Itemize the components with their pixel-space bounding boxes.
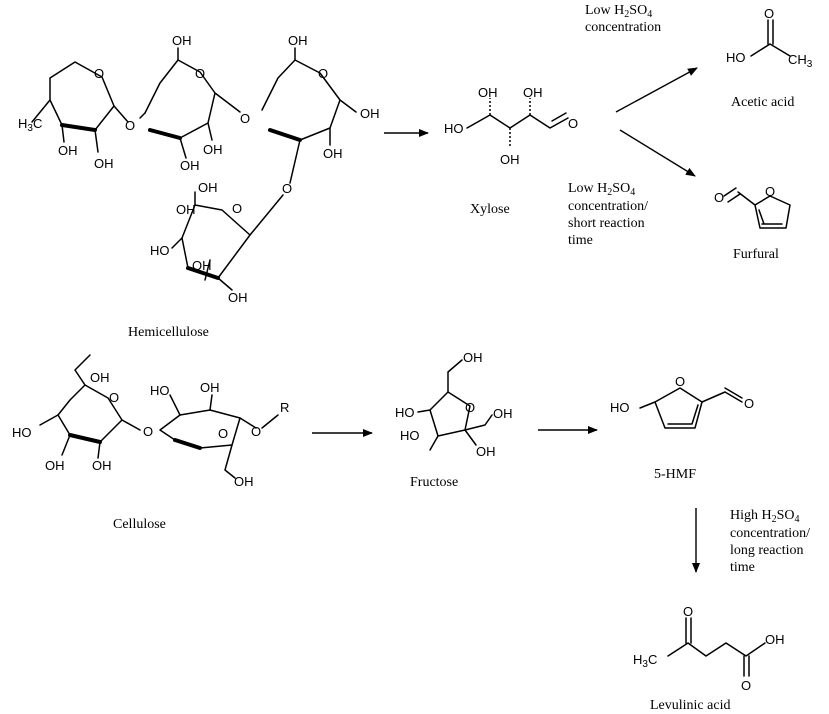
condition-acetic-line1: Low H2SO4 xyxy=(585,3,652,20)
hydroxyl-label: OH xyxy=(90,370,110,385)
xylose-structure: OH HO OH OH O xyxy=(444,85,578,167)
hydroxyl-label: HO xyxy=(150,243,170,258)
glycosidic-oxygen: O xyxy=(125,118,135,133)
hydroxyl-label: OH xyxy=(476,444,496,459)
hydroxyl-label: HO xyxy=(395,405,415,420)
condition-furfural-line2: concentration/ xyxy=(568,199,648,214)
methyl-label: H3C xyxy=(633,652,657,670)
condition-furfural-line3: short reaction xyxy=(568,216,645,231)
hydroxyl-label: OH xyxy=(463,350,483,365)
ring-oxygen: O xyxy=(765,184,775,199)
hydroxyl-label: OH xyxy=(765,632,785,647)
ether-oxygen: O xyxy=(251,424,261,439)
condition-furfural-line4: time xyxy=(568,233,593,248)
ring-oxygen: O xyxy=(109,390,119,405)
hydroxyl-label: OH xyxy=(58,143,78,158)
reaction-arrow xyxy=(615,67,698,113)
hmf-structure: HO O O xyxy=(610,374,754,429)
ketone-oxygen: O xyxy=(683,604,693,619)
levulinic-acid-caption: Levulinic acid xyxy=(650,698,730,713)
acetic-acid-structure: O HO CH3 xyxy=(726,6,813,70)
ring-oxygen-2: O xyxy=(195,66,205,81)
hydroxyl-label: OH xyxy=(200,380,220,395)
glycosidic-oxygen: O xyxy=(143,424,153,439)
ring-oxygen-4: O xyxy=(232,201,242,216)
hydroxyl-label: HO xyxy=(400,428,420,443)
hydroxyl-label: HO xyxy=(726,50,746,65)
hemicellulose-caption: Hemicellulose xyxy=(128,325,209,340)
carbonyl-oxygen: O xyxy=(741,678,751,693)
hydroxyl-label: OH xyxy=(523,85,543,100)
hydroxyl-label: OH xyxy=(493,406,513,421)
hydroxyl-label: OH xyxy=(288,33,308,48)
cellulose-structure: OH O HO OH OH O HO OH O O R OH xyxy=(12,354,289,489)
carbonyl-oxygen: O xyxy=(714,190,724,205)
glycosidic-oxygen: O xyxy=(282,181,292,196)
condition-levulinic-line3: long reaction xyxy=(730,543,803,558)
fructose-structure: OH HO HO O OH OH xyxy=(395,350,513,459)
carbonyl-oxygen: O xyxy=(764,6,774,21)
ring-oxygen: O xyxy=(675,374,685,389)
carbonyl-oxygen: O xyxy=(568,116,578,131)
ring-oxygen-3: O xyxy=(318,66,328,81)
xylose-caption: Xylose xyxy=(470,202,510,217)
ring-oxygen: O xyxy=(218,426,228,441)
hydroxyl-label: OH xyxy=(234,474,254,489)
ring-oxygen-1: O xyxy=(94,66,104,81)
hydroxyl-label: OH xyxy=(360,106,380,121)
carbonyl-oxygen: O xyxy=(744,396,754,411)
hydroxyl-label: OH xyxy=(203,142,223,157)
condition-levulinic-line4: time xyxy=(730,560,755,575)
furfural-structure: O O xyxy=(714,184,791,229)
hydroxyl-label: OH xyxy=(94,156,114,171)
condition-acetic-line2: concentration xyxy=(585,20,661,35)
fructose-caption: Fructose xyxy=(410,475,458,490)
hydroxyl-label: OH xyxy=(176,202,196,217)
hydroxyl-label: OH xyxy=(180,158,200,173)
hydroxyl-label: OH xyxy=(228,290,248,305)
hydroxyl-label: HO xyxy=(12,425,32,440)
hydroxyl-label: OH xyxy=(192,258,212,273)
hydroxyl-label: OH xyxy=(172,33,192,48)
hydroxyl-label: OH xyxy=(323,146,343,161)
methyl-label: CH3 xyxy=(788,52,813,70)
furfural-caption: Furfural xyxy=(733,247,779,262)
levulinic-acid-structure: O H3C OH O xyxy=(633,604,785,693)
ring-oxygen: O xyxy=(465,400,475,415)
hydroxyl-label: HO xyxy=(150,383,170,398)
hydroxyl-label: OH xyxy=(478,85,498,100)
hydroxyl-label: OH xyxy=(198,180,218,195)
condition-levulinic-line2: concentration/ xyxy=(730,526,810,541)
hemicellulose-structure: H3C O OH OH O OH O OH OH O OH O OH OH O … xyxy=(18,33,380,305)
hydroxyl-label: HO xyxy=(610,400,630,415)
condition-furfural-line1: Low H2SO4 xyxy=(568,181,635,198)
hydroxyl-label: HO xyxy=(444,121,464,136)
hydroxyl-label: OH xyxy=(45,458,65,473)
cellulose-caption: Cellulose xyxy=(113,517,166,532)
hydroxyl-label: OH xyxy=(500,152,520,167)
glycosidic-oxygen: O xyxy=(240,111,250,126)
r-group: R xyxy=(280,400,289,415)
acetic-acid-caption: Acetic acid xyxy=(731,95,794,110)
reaction-arrow xyxy=(619,129,696,177)
hydroxyl-label: OH xyxy=(92,458,112,473)
hmf-caption: 5-HMF xyxy=(654,467,696,482)
condition-levulinic-line1: High H2SO4 xyxy=(730,508,800,525)
h3c-label: H3C xyxy=(18,116,42,134)
